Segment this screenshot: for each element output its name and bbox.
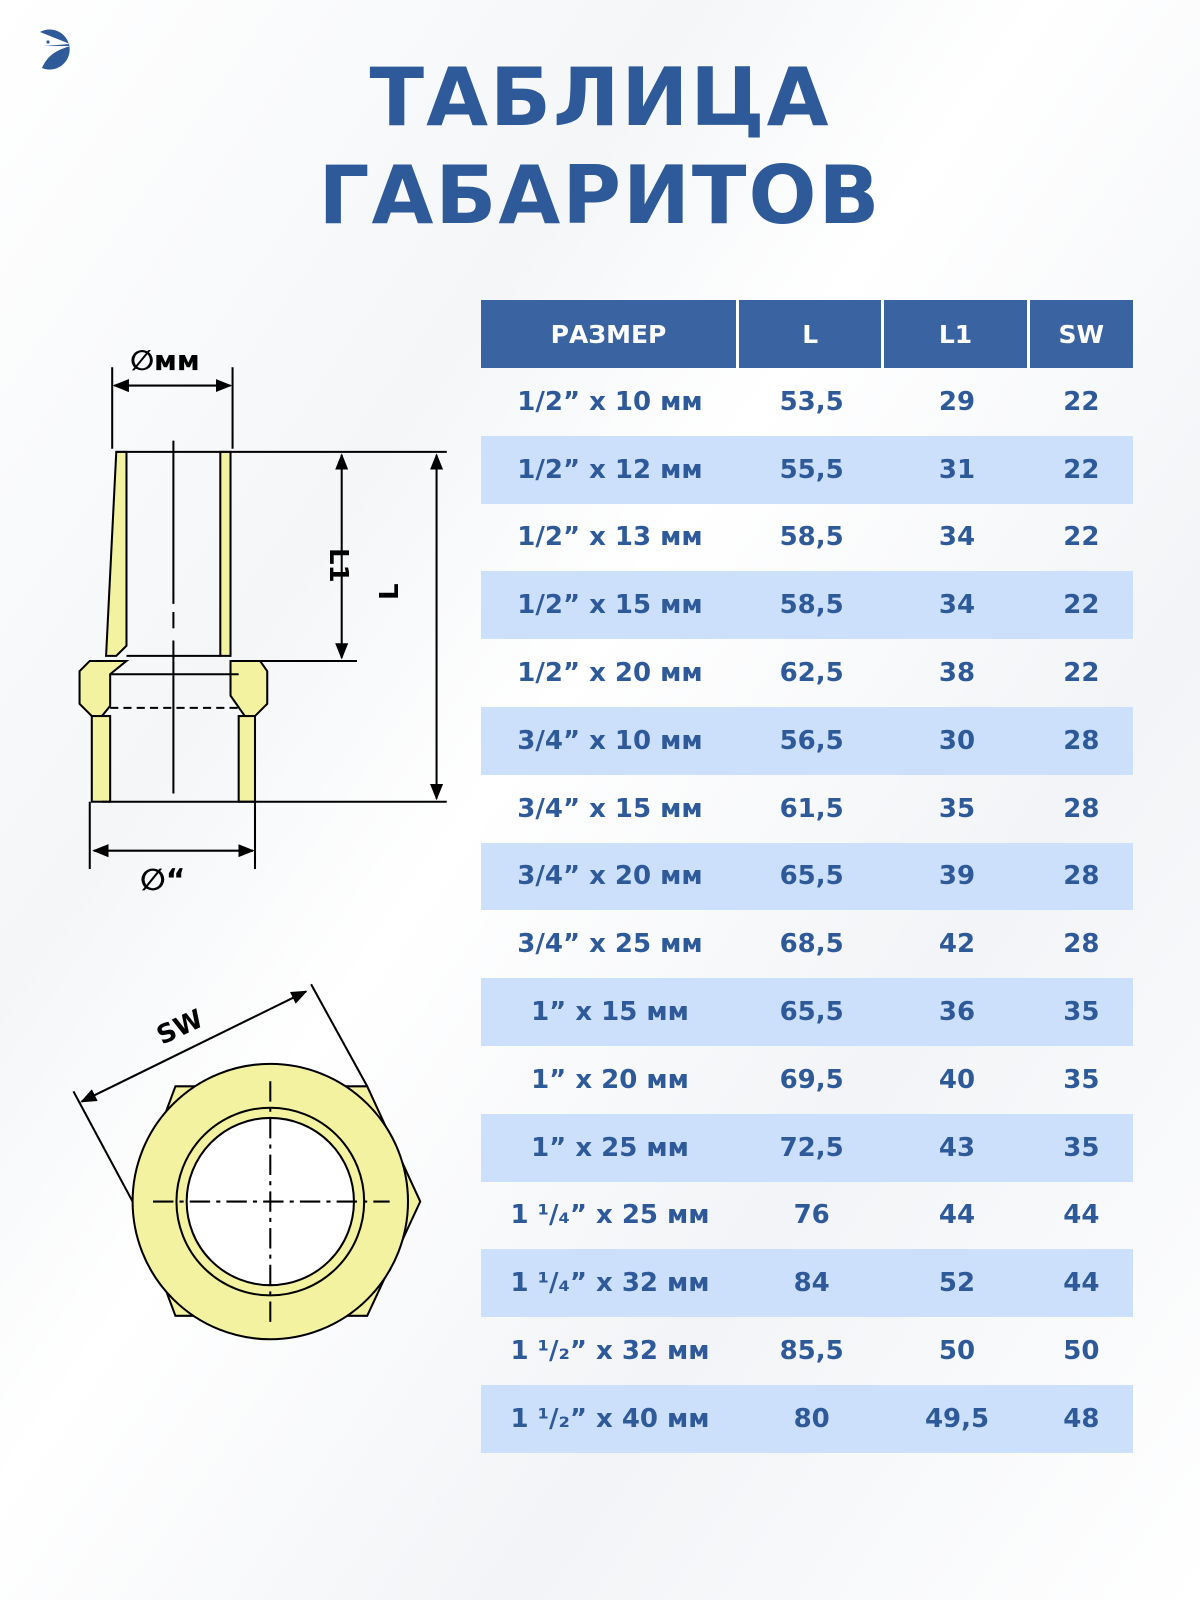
- cell-sw: 35: [1063, 1064, 1100, 1095]
- cell-l1: 35: [938, 793, 976, 824]
- header-l1: L1: [884, 300, 1030, 368]
- cell-l: 72,5: [739, 1113, 885, 1182]
- cell-l: 58,5: [779, 522, 844, 553]
- hex-end-view: [72, 983, 422, 1341]
- cell-sw: 50: [1063, 1336, 1100, 1367]
- cell-sw: 35: [1029, 1113, 1133, 1182]
- cell-sw: 35: [1029, 978, 1133, 1046]
- table-row: 1/2” x 20 мм 62,5 38 22: [481, 639, 1133, 707]
- dia-mm-label: ∅мм: [130, 344, 200, 377]
- cell-l1: 49,5: [884, 1384, 1030, 1453]
- cell-size: 1” x 20 мм: [531, 1064, 689, 1095]
- cell-sw: 28: [1063, 929, 1100, 960]
- header-l: L: [739, 300, 885, 368]
- cell-l1: 34: [884, 571, 1030, 640]
- cell-l: 55,5: [739, 435, 885, 504]
- cell-sw: 22: [1063, 522, 1100, 553]
- cell-sw: 44: [1063, 1200, 1100, 1231]
- page-title-line1: ТАБЛИЦА: [369, 51, 831, 144]
- cell-sw: 22: [1029, 571, 1133, 640]
- cell-sw: 22: [1063, 386, 1100, 417]
- cell-l: 84: [739, 1249, 885, 1318]
- cell-l: 53,5: [779, 386, 844, 417]
- cell-size: 1/2” x 12 мм: [481, 435, 739, 504]
- header-size: РАЗМЕР: [481, 300, 739, 368]
- cell-l1: 43: [884, 1113, 1030, 1182]
- cell-l: 56,5: [739, 706, 885, 775]
- cell-l: 61,5: [779, 793, 844, 824]
- cell-l1: 38: [938, 658, 976, 689]
- header-sw: SW: [1029, 300, 1133, 368]
- cell-l1: 42: [938, 929, 976, 960]
- cell-size: 3/4” x 15 мм: [517, 793, 703, 824]
- table-row: 3/4” x 15 мм 61,5 35 28: [481, 775, 1133, 843]
- cell-l: 65,5: [739, 978, 885, 1046]
- cell-size: 1 ¹/₄” x 25 мм: [510, 1200, 710, 1231]
- table-row: 1 ¹/₂” x 32 мм 85,5 50 50: [481, 1317, 1133, 1385]
- cell-l: 62,5: [779, 658, 844, 689]
- cell-size: 3/4” x 25 мм: [517, 929, 703, 960]
- cell-l1: 29: [938, 386, 976, 417]
- l1-label: L1: [323, 548, 353, 583]
- cell-sw: 28: [1063, 793, 1100, 824]
- cell-l1: 30: [884, 706, 1030, 775]
- cell-size: 1/2” x 13 мм: [517, 522, 703, 553]
- cell-size: 1 ¹/₂” x 32 мм: [510, 1336, 710, 1367]
- cell-sw: 22: [1029, 435, 1133, 504]
- l-label: L: [375, 583, 405, 600]
- cell-sw: 44: [1029, 1249, 1133, 1318]
- cell-size: 3/4” x 10 мм: [481, 706, 739, 775]
- side-section-view: [78, 367, 447, 870]
- dia-inch-label: ∅“: [140, 863, 185, 898]
- cell-size: 3/4” x 20 мм: [481, 842, 739, 911]
- cell-l1: 31: [884, 435, 1030, 504]
- cell-size: 1” x 25 мм: [481, 1113, 739, 1182]
- cell-l1: 34: [938, 522, 976, 553]
- page-title-line2: ГАБАРИТОВ: [318, 149, 882, 242]
- cell-l: 65,5: [739, 842, 885, 911]
- cell-sw: 22: [1063, 658, 1100, 689]
- cell-size: 1” x 15 мм: [481, 978, 739, 1046]
- cell-l1: 36: [884, 978, 1030, 1046]
- cell-size: 1 ¹/₄” x 32 мм: [481, 1249, 739, 1318]
- brand-logo-icon: [40, 29, 70, 70]
- table-header-row: РАЗМЕР L L1 SW: [481, 300, 1133, 368]
- cell-l1: 50: [938, 1336, 976, 1367]
- cell-sw: 28: [1029, 706, 1133, 775]
- cell-size: 1/2” x 10 мм: [517, 386, 703, 417]
- cell-l1: 44: [938, 1200, 976, 1231]
- table-row: 1 ¹/₄” x 25 мм 76 44 44: [481, 1182, 1133, 1250]
- cell-l1: 39: [884, 842, 1030, 911]
- table-row: 3/4” x 25 мм 68,5 42 28: [481, 910, 1133, 978]
- table-row: 1/2” x 10 мм 53,5 29 22: [481, 368, 1133, 436]
- cell-l: 68,5: [779, 929, 844, 960]
- cell-l1: 52: [884, 1249, 1030, 1318]
- cell-l1: 40: [938, 1064, 976, 1095]
- cell-l: 76: [793, 1200, 830, 1231]
- cell-l: 85,5: [779, 1336, 844, 1367]
- cell-l: 69,5: [779, 1064, 844, 1095]
- table-row: 1” x 20 мм 69,5 40 35: [481, 1046, 1133, 1114]
- cell-size: 1/2” x 15 мм: [481, 571, 739, 640]
- cell-l: 58,5: [739, 571, 885, 640]
- table-row: 1/2” x 13 мм 58,5 34 22: [481, 504, 1133, 572]
- cell-l: 80: [739, 1384, 885, 1453]
- cell-sw: 28: [1029, 842, 1133, 911]
- cell-sw: 48: [1029, 1384, 1133, 1453]
- cell-size: 1 ¹/₂” x 40 мм: [481, 1384, 739, 1453]
- cell-size: 1/2” x 20 мм: [517, 658, 703, 689]
